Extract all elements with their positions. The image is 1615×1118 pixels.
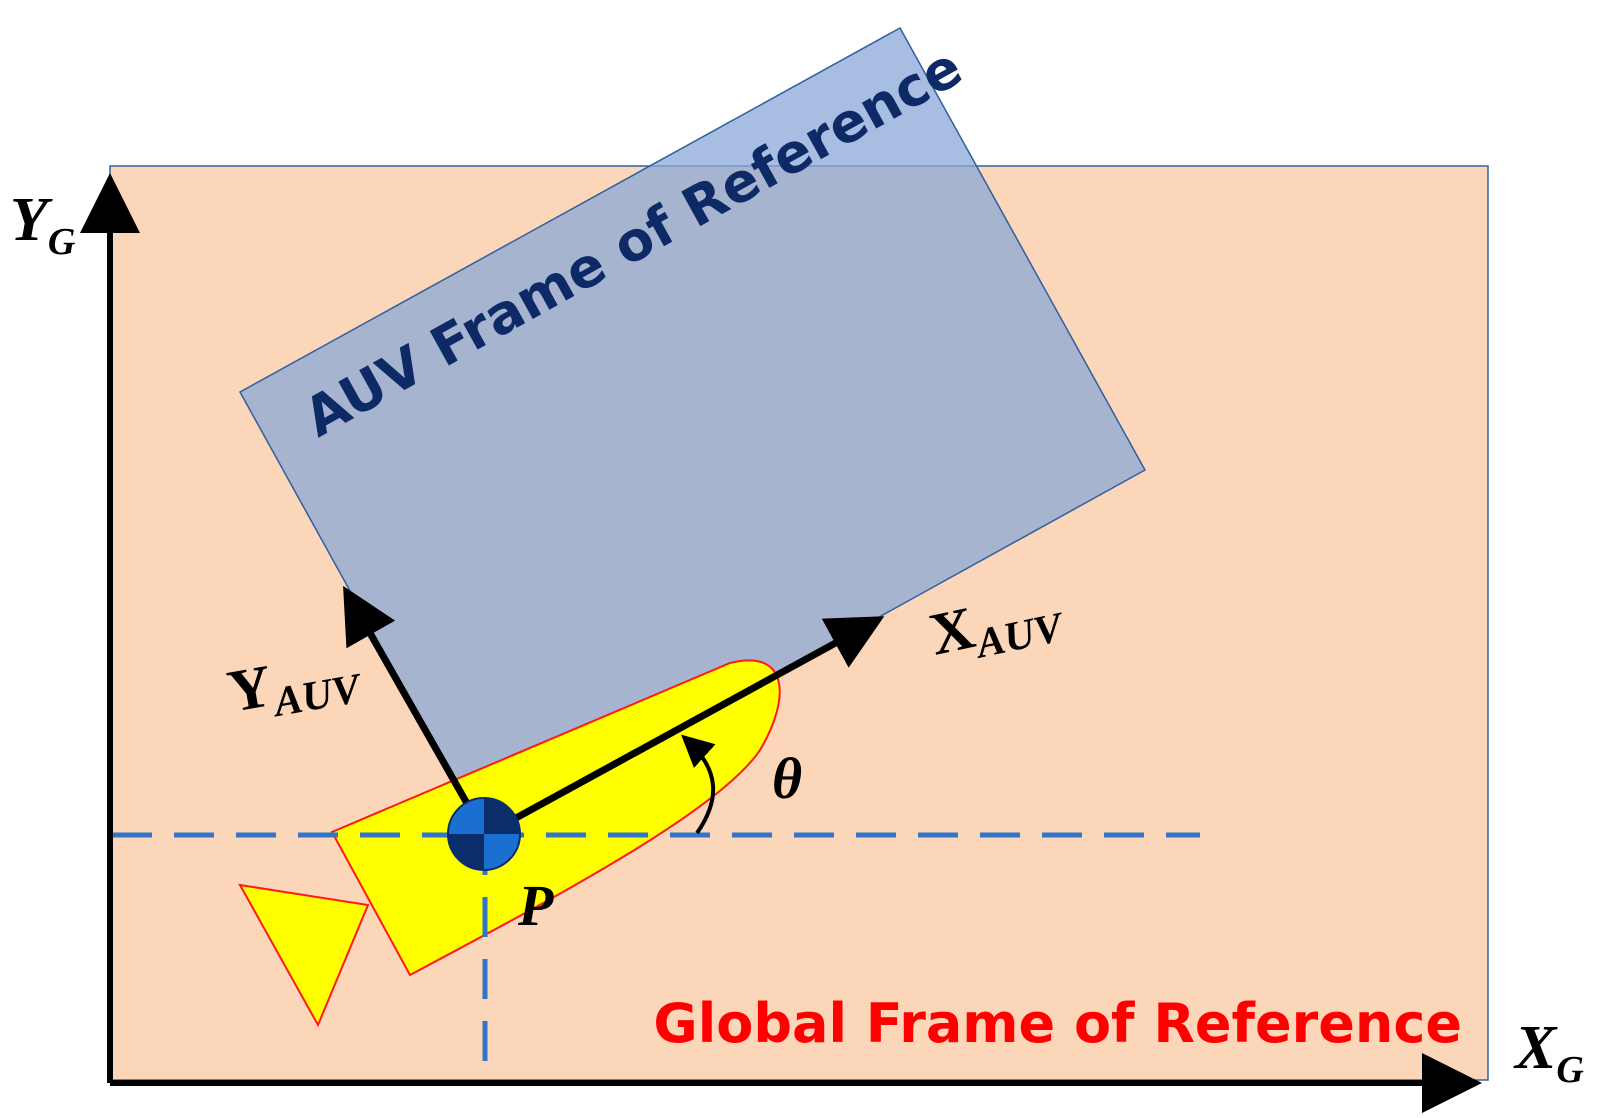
x-auv-axis-arrow bbox=[483, 616, 885, 839]
x-global-label: XG bbox=[1513, 1014, 1584, 1091]
y-global-label: YG bbox=[10, 186, 76, 263]
auv-vehicle bbox=[238, 659, 781, 1028]
point-p-label: P bbox=[517, 873, 554, 938]
theta-angle-arc bbox=[681, 734, 716, 835]
auv-tail-fin bbox=[238, 883, 370, 1028]
y-auv-axis-arrow bbox=[343, 585, 489, 837]
point-p-marker bbox=[447, 797, 521, 871]
global-frame-title: Global Frame of Reference bbox=[653, 992, 1462, 1055]
auv-body bbox=[330, 659, 781, 977]
theta-label: θ bbox=[772, 746, 802, 811]
